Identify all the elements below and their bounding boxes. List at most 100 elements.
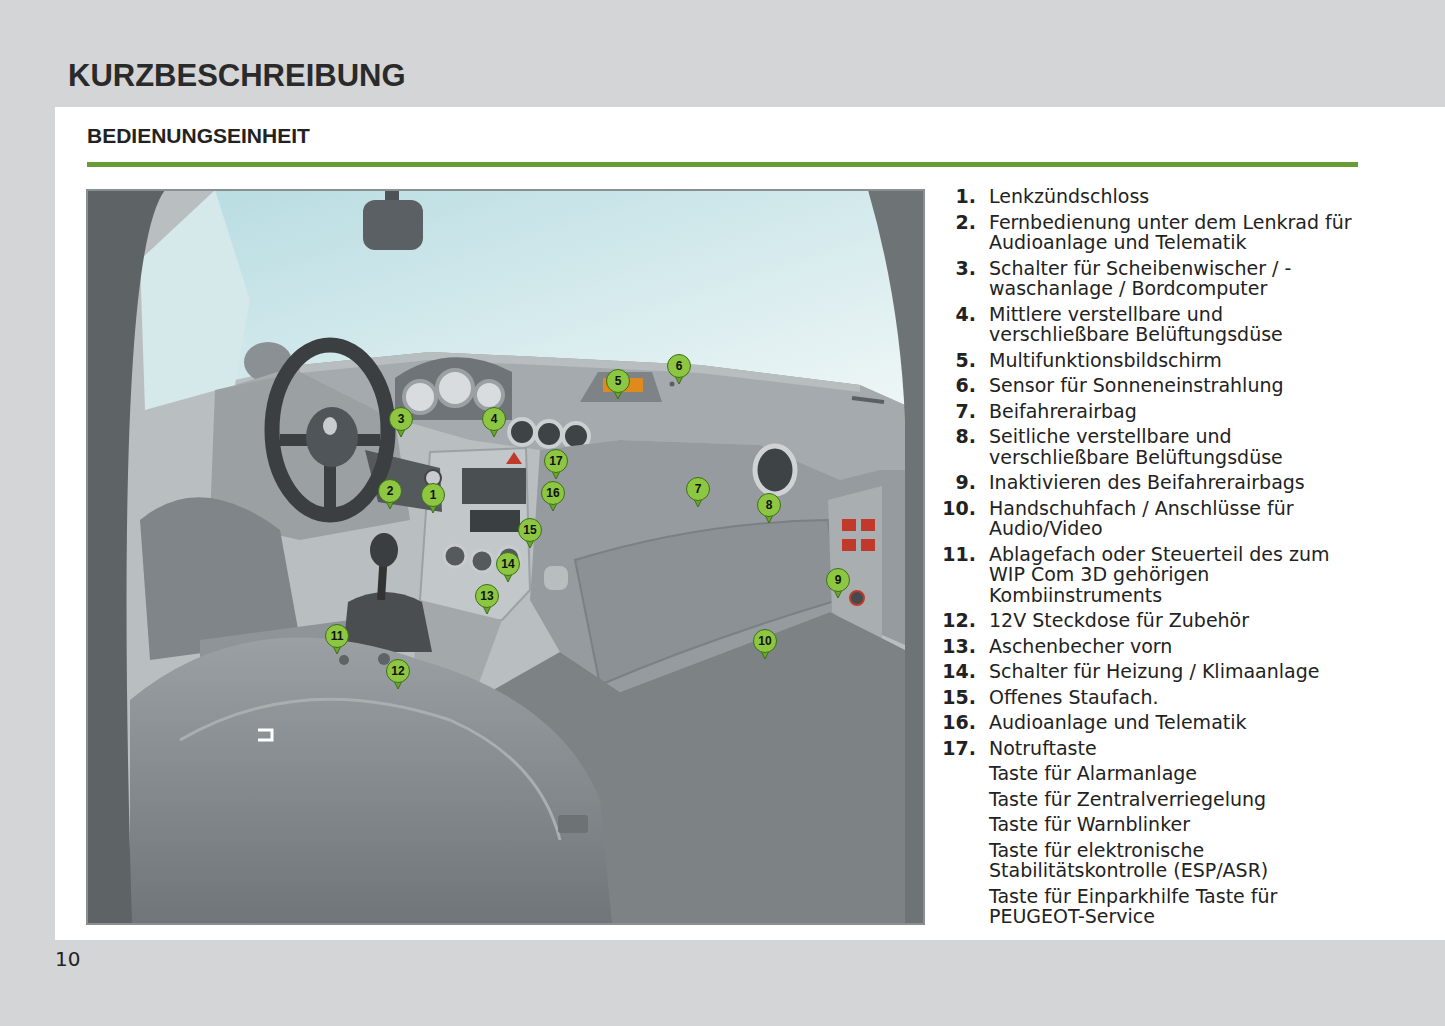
list-row: 14. Schalter für Heizung / Klimaanlage xyxy=(940,661,1380,682)
item-text: Beifahrerairbag xyxy=(989,401,1369,422)
item-text: Inaktivieren des Beifahrerairbags xyxy=(989,472,1369,493)
callout-number: 16 xyxy=(541,481,565,505)
storage-slot xyxy=(339,655,349,665)
list-row: 4. Mittlere verstellbare und verschließba… xyxy=(940,304,1380,345)
wheel-hub xyxy=(306,407,358,467)
item-text: Multifunktionsbildschirm xyxy=(989,350,1369,371)
callout-pins xyxy=(331,372,844,689)
list-row: 5. Multifunktionsbildschirm xyxy=(940,350,1380,371)
item-text: 12V Steckdose für Zubehör xyxy=(989,610,1369,631)
list-row: 11.Ablagefach oder Steuerteil des zum WI… xyxy=(940,544,1380,606)
side-window xyxy=(140,190,250,410)
header-band xyxy=(0,0,1445,107)
item-number: 17. xyxy=(940,738,976,759)
item-number: 9. xyxy=(940,472,976,493)
callout-number: 8 xyxy=(757,493,781,517)
red-switch xyxy=(861,539,875,551)
item-number: 10. xyxy=(940,498,976,539)
indent-spacer xyxy=(940,789,976,810)
list-row: Taste für Alarmanlage xyxy=(940,763,1380,784)
rear-mirror xyxy=(363,200,423,250)
list-row: 9. Inaktivieren des Beifahrerairbags xyxy=(940,472,1380,493)
item-text: Mittlere verstellbare und verschließbare… xyxy=(989,304,1369,345)
red-switch xyxy=(842,539,856,551)
airbag-switch xyxy=(850,591,864,605)
indent-spacer xyxy=(940,886,976,927)
item-number: 4. xyxy=(940,304,976,345)
item-text: Taste für Warnblinker xyxy=(989,814,1369,835)
callout-number: 3 xyxy=(389,407,413,431)
item-text: Aschenbecher vorn xyxy=(989,636,1369,657)
list-row: Taste für elektronische Stabilitätskontr… xyxy=(940,840,1380,881)
interior-drawing xyxy=(87,190,924,924)
callout-number: 7 xyxy=(686,477,710,501)
item-number: 5. xyxy=(940,350,976,371)
vent xyxy=(536,421,562,447)
callout-number: 11 xyxy=(325,624,349,648)
callout-number: 5 xyxy=(606,369,630,393)
storage xyxy=(470,510,520,532)
logo xyxy=(323,417,337,435)
list-row: 6.Sensor für Sonneneinstrahlung xyxy=(940,375,1380,396)
callout-number: 12 xyxy=(386,659,410,683)
list-row: 15. Offenes Staufach. xyxy=(940,687,1380,708)
pillar xyxy=(868,190,924,924)
item-text: Taste für Alarmanlage xyxy=(989,763,1369,784)
item-text: Taste für Einparkhilfe Taste für PEUGEOT… xyxy=(989,886,1369,927)
legend-list: 1.Lenkzündschloss2.Fernbedienung unter d… xyxy=(940,186,1380,932)
list-row: 17.Notruftaste xyxy=(940,738,1380,759)
section-heading: BEDIENUNGSEINHEIT xyxy=(87,124,310,148)
seat-control xyxy=(558,815,588,833)
gear-knob xyxy=(370,533,398,567)
callout-number: 15 xyxy=(518,518,542,542)
climate-knob xyxy=(471,550,493,572)
callout-number: 4 xyxy=(482,407,506,431)
door-frame xyxy=(87,190,165,924)
item-text: Ablagefach oder Steuerteil des zum WIP C… xyxy=(989,544,1369,606)
page-title: KURZBESCHREIBUNG xyxy=(68,58,406,94)
gauge xyxy=(404,381,436,413)
red-switch xyxy=(842,519,856,531)
item-number: 2. xyxy=(940,212,976,253)
list-row: 13.Aschenbecher vorn xyxy=(940,636,1380,657)
door-latch xyxy=(258,730,272,740)
item-number: 6. xyxy=(940,375,976,396)
item-text: Schalter für Heizung / Klimaanlage xyxy=(989,661,1369,682)
list-row: Taste für Zentralverriegelung xyxy=(940,789,1380,810)
page-number: 10 xyxy=(55,947,80,971)
item-text: Lenkzündschloss xyxy=(989,186,1369,207)
list-row: 10. Handschuhfach / Anschlüsse für Audio/… xyxy=(940,498,1380,539)
item-number: 12. xyxy=(940,610,976,631)
list-row: 1. Lenkzündschloss xyxy=(940,186,1380,207)
red-switch xyxy=(861,519,875,531)
sun-sensor xyxy=(670,382,675,387)
item-text: Handschuhfach / Anschlüsse für Audio/Vid… xyxy=(989,498,1369,539)
side-vent xyxy=(755,446,795,494)
callout-number: 1 xyxy=(421,483,445,507)
gauge xyxy=(475,381,503,409)
callout-number: 9 xyxy=(826,568,850,592)
item-number: 7. xyxy=(940,401,976,422)
item-number: 8. xyxy=(940,426,976,467)
green-rule xyxy=(87,162,1358,167)
demister-vent xyxy=(852,398,884,402)
steering-wheel xyxy=(272,345,388,515)
callout-number: 6 xyxy=(667,354,691,378)
list-row: 16. Audioanlage und Telematik xyxy=(940,712,1380,733)
callout-number: 2 xyxy=(378,479,402,503)
indent-spacer xyxy=(940,840,976,881)
item-number: 3. xyxy=(940,258,976,299)
item-text: Offenes Staufach. xyxy=(989,687,1369,708)
item-number: 14. xyxy=(940,661,976,682)
seat-seam xyxy=(180,699,560,840)
page-panel xyxy=(55,107,1445,940)
item-number: 1. xyxy=(940,186,976,207)
list-row: 8.Seitliche verstellbare und verschließb… xyxy=(940,426,1380,467)
callout-number: 13 xyxy=(475,584,499,608)
item-number: 16. xyxy=(940,712,976,733)
item-number: 15. xyxy=(940,687,976,708)
climate-knob xyxy=(444,545,466,567)
list-row: 7. Beifahrerairbag xyxy=(940,401,1380,422)
item-text: Audioanlage und Telematik xyxy=(989,712,1369,733)
gauge xyxy=(437,370,473,406)
